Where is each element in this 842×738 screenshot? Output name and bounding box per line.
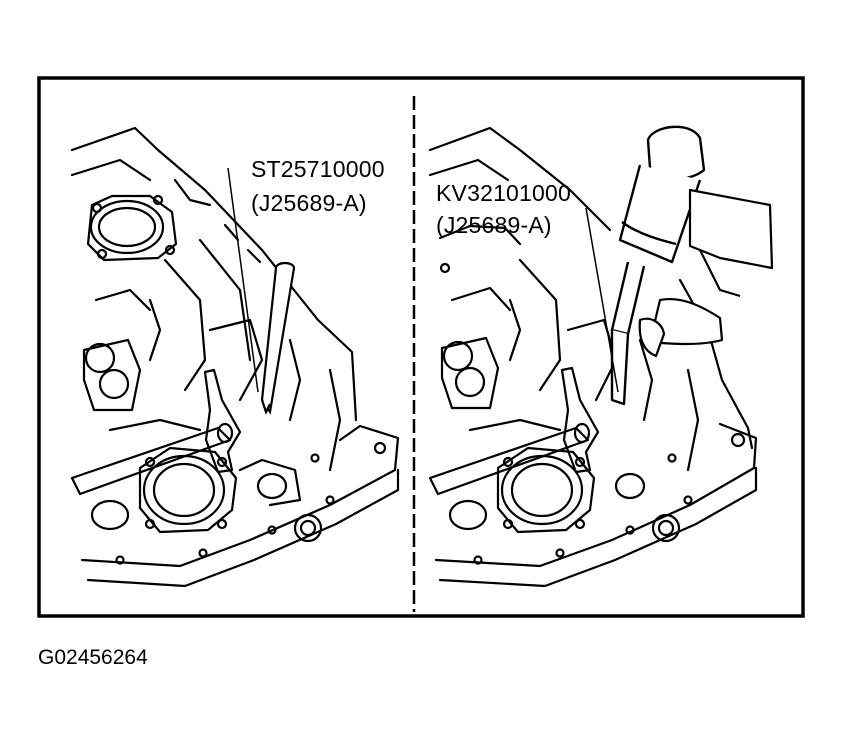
right-tool-alt-number-label: (J25689-A)	[436, 212, 552, 238]
right-panel-housing-drawing	[428, 126, 758, 588]
figure-id-label: G02456264	[38, 646, 148, 669]
hand-illustration	[638, 188, 774, 358]
left-panel-housing-drawing	[70, 126, 400, 588]
right-tool-leader	[585, 207, 619, 393]
right-tool-number-label: KV32101000	[436, 180, 572, 206]
left-drift-punch	[260, 261, 296, 415]
left-tool-alt-number-label: (J25689-A)	[251, 190, 367, 216]
left-tool-number-label: ST25710000	[251, 156, 385, 182]
left-tool-leader	[227, 167, 259, 393]
hammer-illustration	[610, 125, 706, 406]
